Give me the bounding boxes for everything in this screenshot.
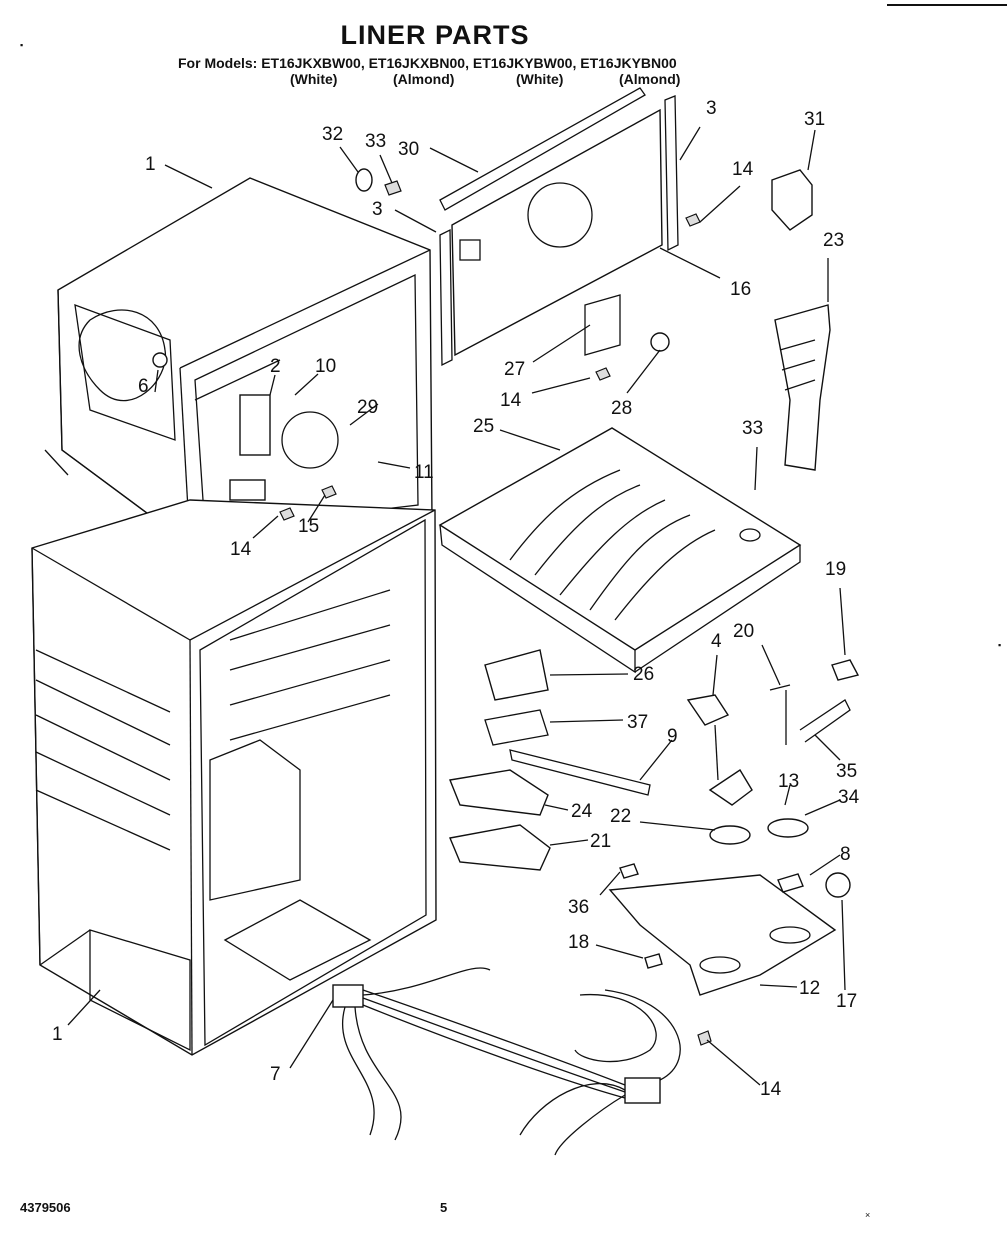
- callout-15: 15: [298, 516, 319, 537]
- callout-6: 6: [138, 376, 149, 397]
- callout-18: 18: [568, 932, 589, 953]
- model-color-2: (Almond): [393, 71, 455, 87]
- leader-lines: [44, 126, 846, 1086]
- callout-16: 16: [730, 279, 751, 300]
- callout-8: 8: [840, 844, 851, 865]
- callout-labels: 1 1 2 3 3 4 6 7 8 9 10 11 12 13 14 14 14…: [52, 98, 860, 1100]
- edge-mark: ▪: [998, 640, 1002, 650]
- callout-37: 37: [627, 712, 648, 733]
- callout-24: 24: [571, 801, 593, 822]
- callout-10: 10: [315, 356, 336, 377]
- model-color-3: (White): [516, 71, 564, 87]
- callout-4: 4: [711, 631, 722, 652]
- callout-14c: 14: [230, 539, 252, 560]
- callout-9: 9: [667, 726, 678, 747]
- callout-14a: 14: [732, 159, 754, 180]
- callout-3a: 3: [372, 199, 383, 220]
- callout-14d: 14: [760, 1079, 782, 1100]
- callout-36: 36: [568, 897, 589, 918]
- footer-mark: ×: [865, 1210, 871, 1220]
- callout-3b: 3: [706, 98, 717, 119]
- callout-33a: 33: [365, 131, 386, 152]
- callout-12: 12: [799, 978, 820, 999]
- callout-2: 2: [270, 356, 281, 377]
- callout-28: 28: [611, 398, 632, 419]
- callout-20: 20: [733, 621, 754, 642]
- corner-rule: [887, 4, 1007, 6]
- page-title: LINER PARTS: [340, 20, 530, 50]
- fresh-food-liner: [31, 499, 437, 1056]
- crisper-cover: [438, 427, 802, 674]
- callout-13: 13: [778, 771, 799, 792]
- callout-1a: 1: [145, 154, 156, 175]
- callout-29: 29: [357, 397, 378, 418]
- callout-33b: 33: [742, 418, 763, 439]
- callout-31: 31: [804, 109, 825, 130]
- callout-19: 19: [825, 559, 846, 580]
- callout-30: 30: [398, 139, 419, 160]
- doc-number: 4379506: [20, 1200, 71, 1215]
- callout-35: 35: [836, 761, 857, 782]
- page-number: 5: [440, 1200, 448, 1215]
- callout-14b: 14: [500, 390, 522, 411]
- callout-22: 22: [610, 806, 631, 827]
- callout-17: 17: [836, 991, 857, 1012]
- callout-27: 27: [504, 359, 525, 380]
- callout-11: 11: [414, 462, 434, 483]
- callout-7: 7: [270, 1064, 281, 1085]
- callout-34: 34: [838, 787, 860, 808]
- evaporator-cover-panel: [439, 87, 679, 367]
- small-parts-top: [279, 168, 831, 521]
- model-color-1: (White): [290, 71, 338, 87]
- callout-32: 32: [322, 124, 343, 145]
- callout-23: 23: [823, 230, 844, 251]
- wire-harness: [332, 967, 681, 1156]
- corner-mark: ▪: [20, 40, 24, 50]
- callout-25: 25: [473, 416, 494, 437]
- callout-26: 26: [633, 664, 654, 685]
- lower-parts: [449, 649, 860, 1046]
- model-color-4: (Almond): [619, 71, 681, 87]
- callout-1b: 1: [52, 1024, 63, 1045]
- freezer-liner: [57, 177, 433, 546]
- models-line: For Models: ET16JKXBW00, ET16JKXBN00, ET…: [178, 55, 677, 71]
- callout-21: 21: [590, 831, 611, 852]
